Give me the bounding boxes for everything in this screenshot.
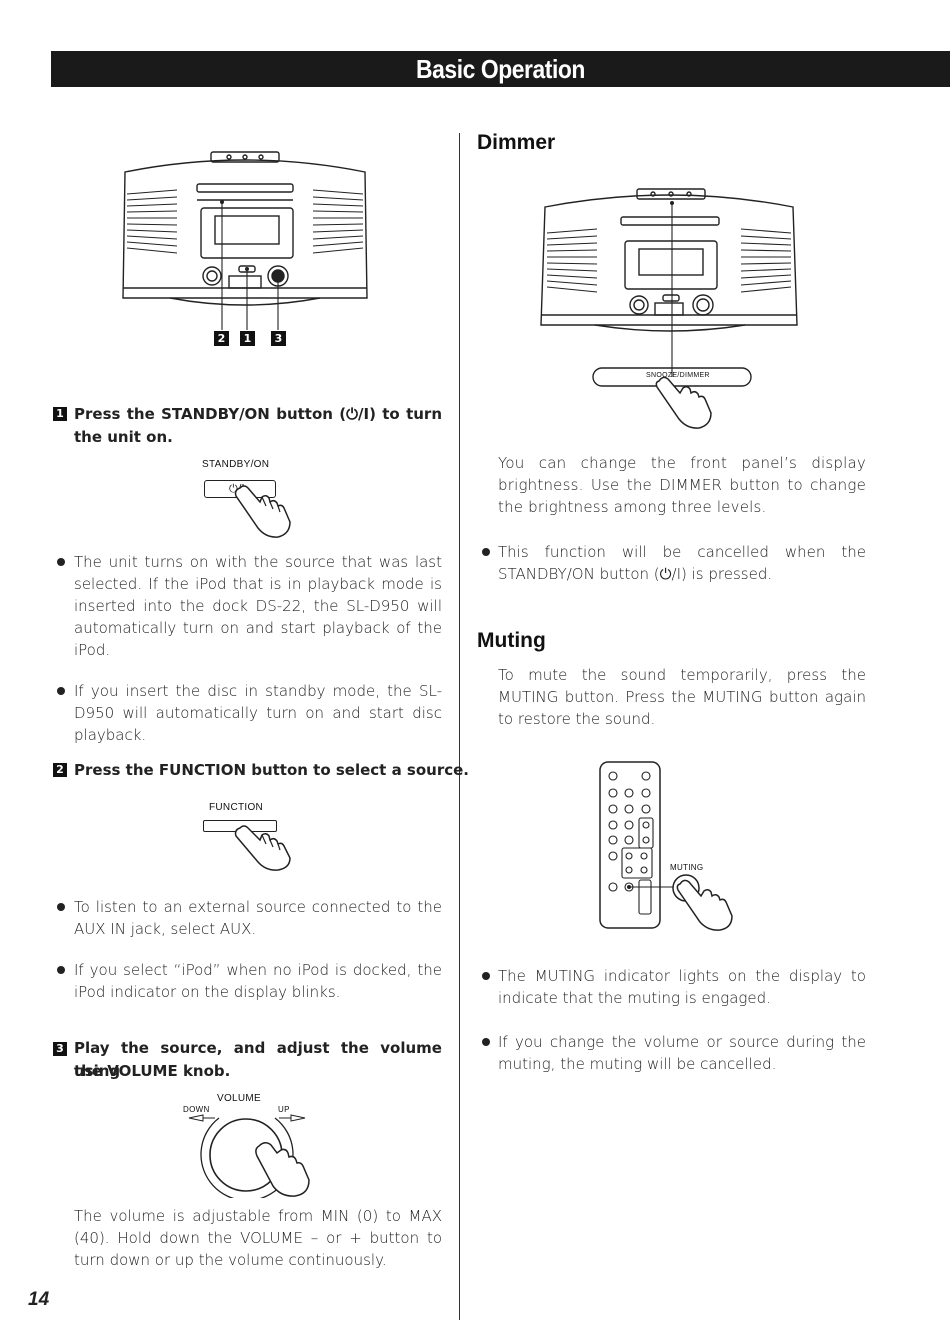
- bullet-text: If you change the volume or source durin…: [498, 1033, 866, 1073]
- bullet-dot: [482, 1038, 490, 1046]
- bullet-dot: [482, 972, 490, 980]
- column-divider: [459, 133, 460, 1320]
- step-1-number: 1: [53, 407, 67, 421]
- bullet-text: If you insert the disc in standby mode, …: [74, 682, 442, 744]
- bullet-dot: [57, 903, 65, 911]
- volume-label: VOLUME: [217, 1093, 262, 1104]
- bullet-text: To listen to an external source connecte…: [74, 898, 442, 938]
- remote-control-illustration: [599, 761, 733, 931]
- down-label: DOWN: [183, 1105, 210, 1114]
- pressing-hand-icon: [234, 825, 291, 871]
- muting-button-label: MUTING: [670, 863, 704, 872]
- muting-description: To mute the sound temporarily, press the…: [498, 666, 866, 728]
- muting-heading: Muting: [477, 629, 546, 652]
- callout-2: 2: [214, 331, 229, 346]
- volume-knob-illustration: [188, 1114, 310, 1198]
- volume-description: The volume is adjustable from MIN (0) to…: [74, 1207, 442, 1269]
- step-3-line2: the VOLUME knob.: [74, 1062, 231, 1080]
- function-button-label: FUNCTION: [209, 802, 264, 813]
- bullet-text: This function will be cancelled when the…: [498, 543, 866, 583]
- step-1-line2: the unit on.: [74, 428, 173, 446]
- title-bar: Basic Operation: [51, 51, 950, 87]
- unit-front-illustration: [122, 151, 368, 330]
- callout-1: 1: [240, 331, 255, 346]
- bullet-dot: [482, 548, 490, 556]
- bullet-dot: [57, 687, 65, 695]
- bullet-text: The MUTING indicator lights on the displ…: [498, 967, 866, 1007]
- step-2-number: 2: [53, 763, 67, 777]
- bullet-dot: [57, 558, 65, 566]
- dimmer-heading: Dimmer: [477, 131, 556, 154]
- page-title: Basic Operation: [416, 54, 585, 84]
- step-3-number: 3: [53, 1042, 67, 1056]
- dimmer-description: You can change the front panel’s display…: [498, 454, 866, 516]
- unit-dimmer-illustration: [540, 188, 798, 429]
- standby-button-label: STANDBY/ON: [202, 459, 270, 470]
- bullet-text: The unit turns on with the source that w…: [74, 553, 442, 659]
- step-2-line1: Press the FUNCTION button to select a so…: [74, 761, 469, 779]
- snooze-dimmer-label: SNOOZE/DIMMER: [646, 372, 710, 379]
- step-3-line1: Play the source, and adjust the volume u…: [74, 1039, 442, 1080]
- callout-3: 3: [271, 331, 286, 346]
- bullet-text: If you select “iPod” when no iPod is doc…: [74, 961, 442, 1001]
- bullet-dot: [57, 966, 65, 974]
- step-1-line1: Press the STANDBY/ON button (⏻/I) to tur…: [74, 405, 442, 423]
- page-number: 14: [28, 1289, 50, 1310]
- pressing-hand-icon: [234, 485, 291, 538]
- up-label: UP: [278, 1105, 290, 1114]
